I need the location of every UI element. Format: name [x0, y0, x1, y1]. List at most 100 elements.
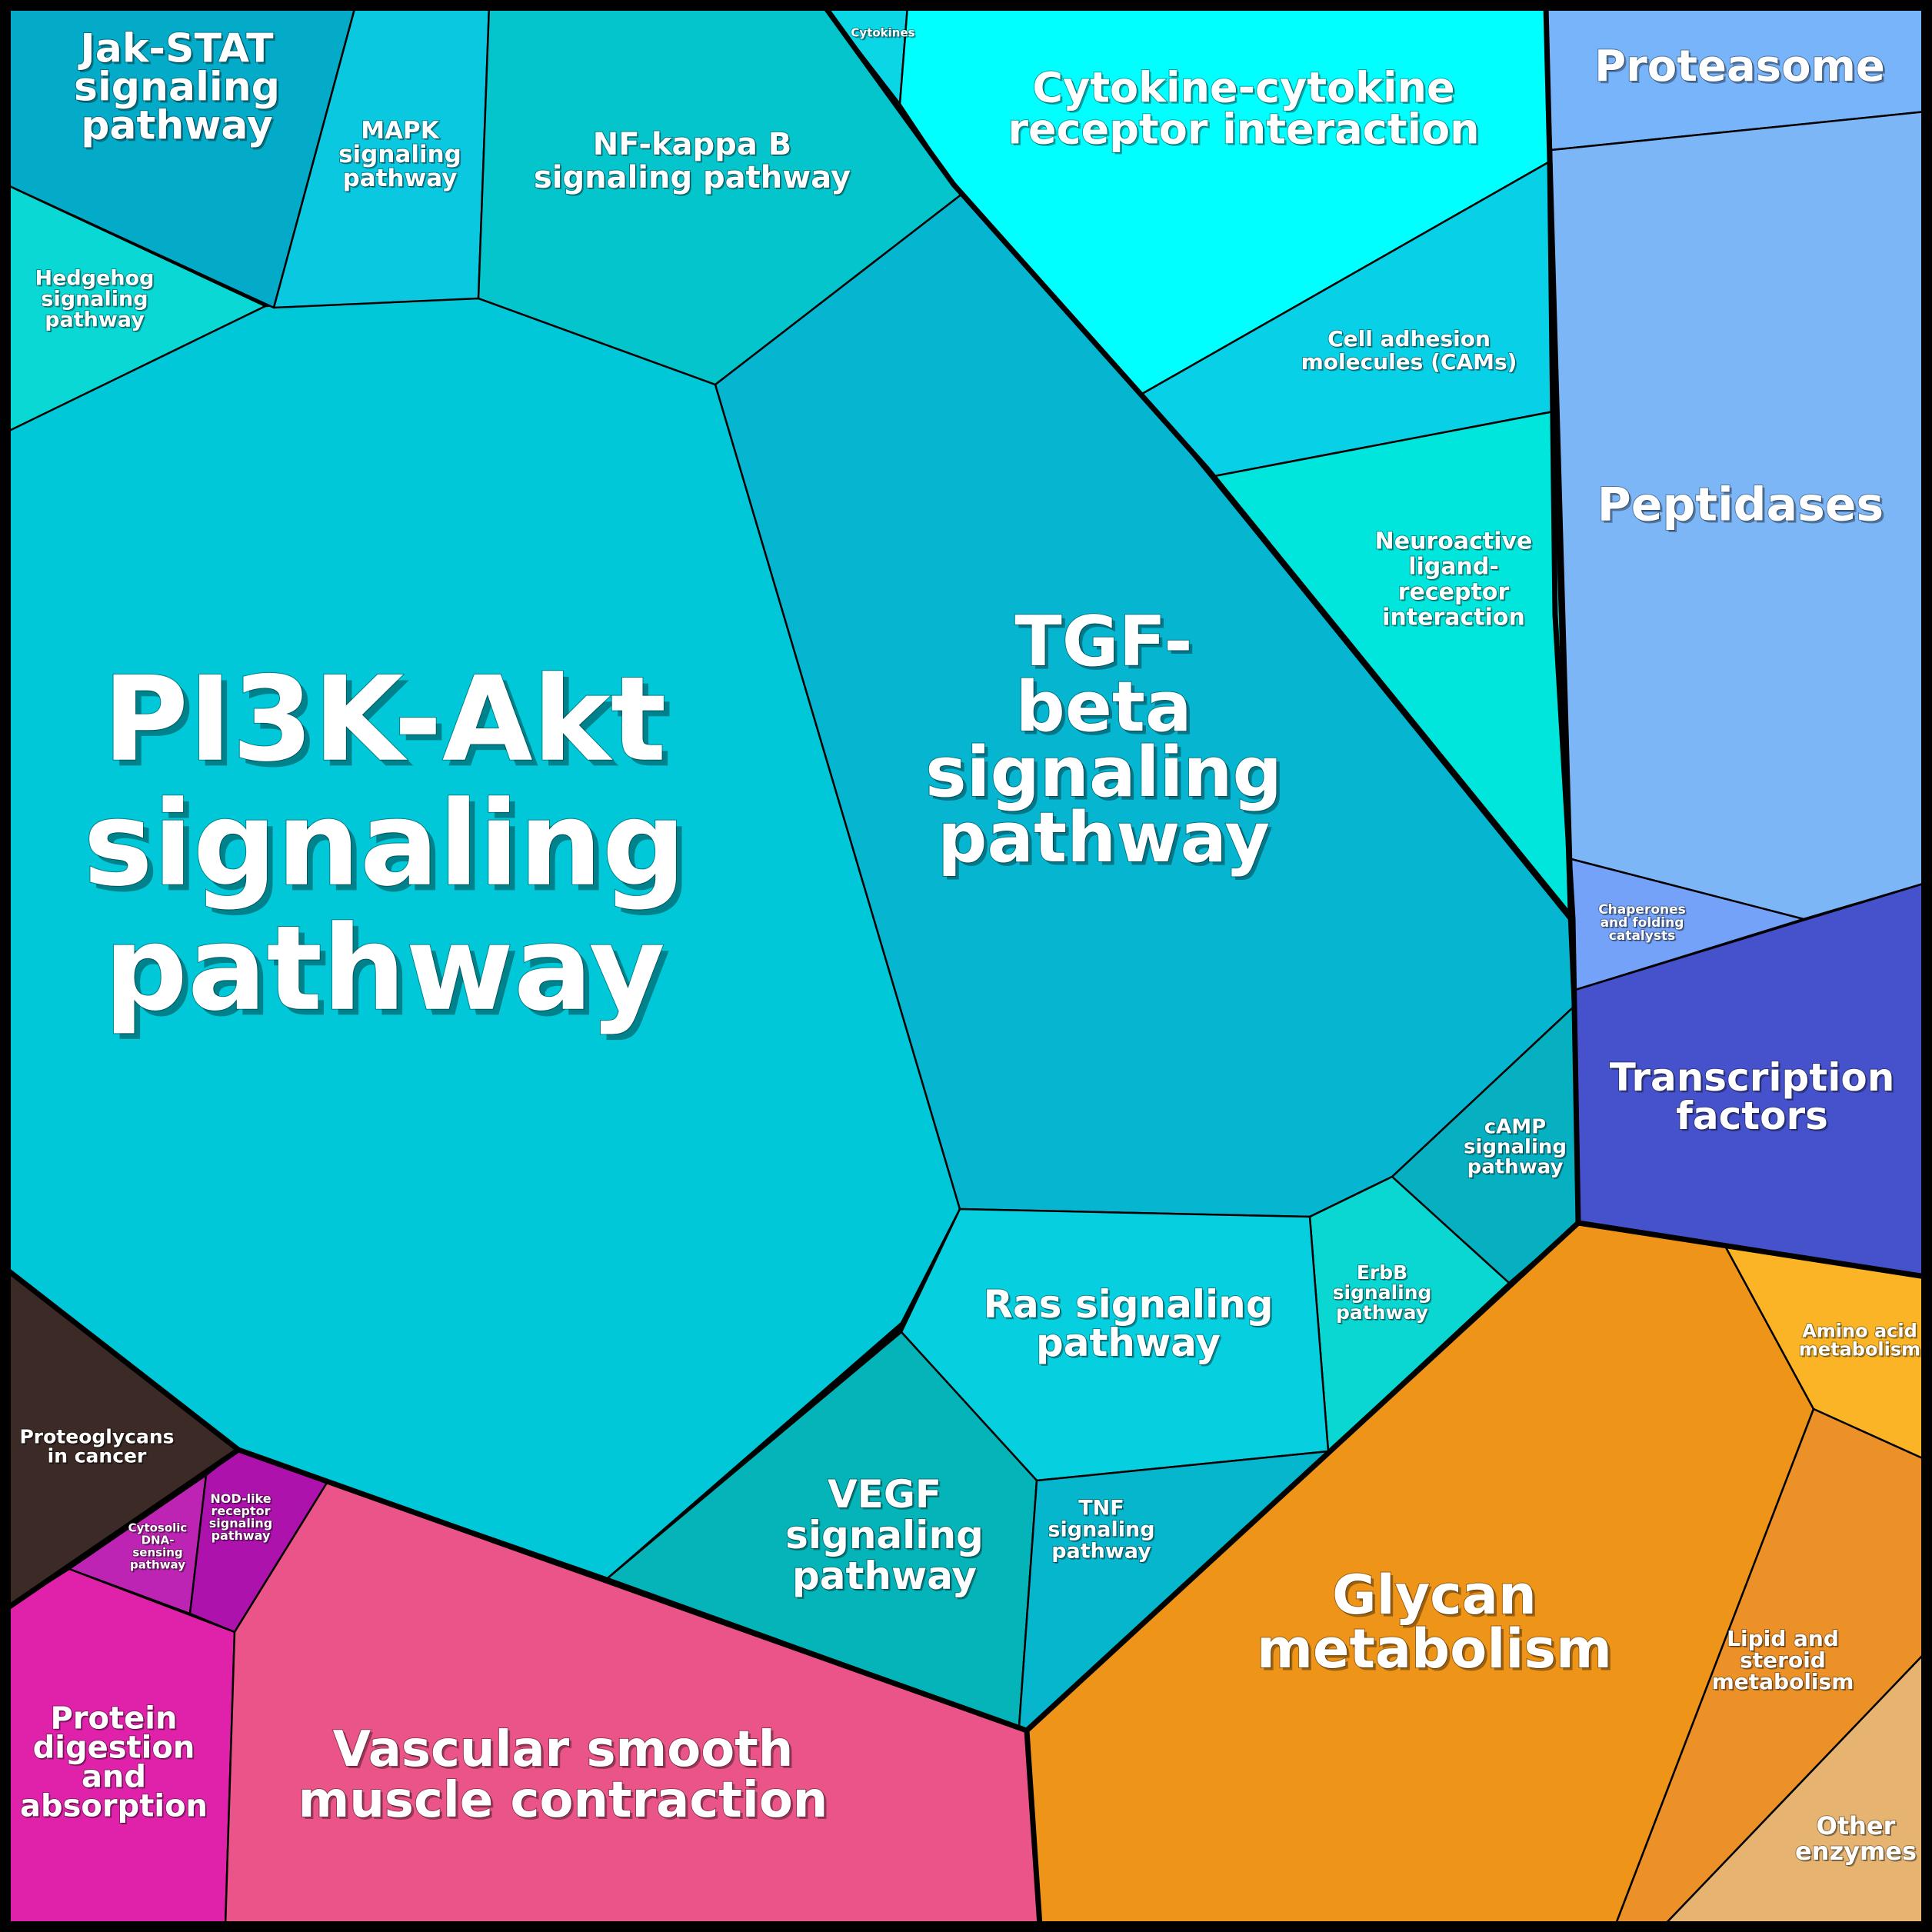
border-metabolism-vs-vascular [1024, 1727, 1043, 1929]
label-line: receptor [1400, 580, 1511, 607]
label-line: PI3K-Akt [108, 657, 672, 793]
label-line: digestion [35, 1731, 197, 1767]
label-line: Peptidases [1597, 478, 1884, 532]
label-line: receptor interaction [1008, 105, 1479, 153]
group-border-layer [3, 3, 1929, 1929]
label-line: Proteoglycans [21, 1427, 175, 1450]
label-line: cAMP [1484, 1115, 1546, 1138]
label-line: NF-kappa B [593, 127, 791, 162]
label-line: signaling pathway [535, 162, 852, 197]
label-line: Proteasome [1597, 44, 1887, 94]
label-line: pathway [83, 105, 275, 151]
label-line: ErbB [1358, 1263, 1409, 1285]
label-line: signaling [74, 65, 280, 111]
label-line: Cytokines [851, 25, 914, 39]
label-line: in cancer [49, 1447, 148, 1469]
label-line: NOD-like [212, 1493, 272, 1507]
label-line: signaling [929, 735, 1286, 816]
label-line: metabolism [1260, 1621, 1615, 1684]
label-line: pathway [1467, 1155, 1564, 1178]
label-line: pathway [794, 1556, 978, 1601]
label-line: VEGF [828, 1472, 941, 1517]
label-line: Hedgehog [37, 268, 156, 292]
label-line: pathway [46, 310, 146, 334]
cell-neuroactive [1209, 410, 1571, 921]
label-line: ligand- [1410, 555, 1501, 581]
label-line: Cytokine-cytokine [1032, 63, 1454, 112]
label-line: TNF [1078, 1497, 1124, 1521]
label-line: receptor [212, 1505, 271, 1520]
label-line: Vascular smooth [335, 1724, 796, 1780]
label-line: signaling [1049, 1520, 1156, 1544]
border-signaling-vs-metabolism [1024, 1220, 1581, 1734]
label-line: receptor [1398, 578, 1510, 605]
label-line: Cytosolic [128, 1521, 188, 1534]
label-line: and folding [1602, 917, 1686, 932]
label-line: pathway [1469, 1157, 1565, 1180]
label-line: Glycan [1335, 1567, 1540, 1630]
label-line: Transcription [1610, 1055, 1895, 1100]
label-proteasome: Proteasome [1594, 42, 1885, 92]
label-line: Amino acid [1802, 1321, 1917, 1342]
label-line: Proteasome [1594, 42, 1885, 92]
border-organismal-inner [3, 1447, 242, 1612]
label-line: Jak-STAT [80, 28, 276, 74]
label-line: signaling [42, 289, 149, 313]
label-line: absorption [20, 1788, 208, 1824]
label-line: NOD-like [210, 1491, 271, 1506]
label-line: pathway [1038, 1323, 1222, 1367]
label-line: pathway [212, 1528, 271, 1543]
label-line: Ras signaling [983, 1282, 1273, 1327]
label-line: metabolism [1800, 1341, 1922, 1362]
label-line: DNA- [143, 1534, 176, 1548]
label-line: pathway [1053, 1541, 1153, 1565]
label-line: metabolism [1799, 1339, 1920, 1361]
label-line: Peptidases [1600, 481, 1886, 535]
label-line: Neuroactive [1375, 528, 1533, 555]
label-line: signaling [209, 1516, 272, 1531]
label-line: pathway [130, 1557, 185, 1571]
label-line: cAMP [1486, 1117, 1547, 1140]
label-line: TGF- [1014, 601, 1192, 682]
label-line: pathway [213, 1530, 272, 1544]
label-line: signaling [1465, 1137, 1568, 1160]
label-line: metabolism [1712, 1669, 1854, 1694]
label-line: in cancer [48, 1445, 147, 1467]
label-line: PI3K-Akt [103, 651, 667, 788]
label-line: pathway [1336, 1301, 1428, 1324]
label-line: interaction [1382, 604, 1525, 631]
label-line: steroid [1741, 1649, 1827, 1674]
border-signaling-vs-membrane [821, 3, 1581, 1226]
label-line: Transcription [1611, 1058, 1897, 1102]
label-line: pathway [1036, 1321, 1221, 1365]
label-line: signaling [1048, 1518, 1154, 1542]
label-line: signaling [76, 66, 282, 112]
label-line: beta [1019, 670, 1195, 751]
label-line: sensing [134, 1547, 184, 1561]
label-line: pathway [81, 103, 273, 149]
label-line: factors [1676, 1094, 1828, 1138]
label-line: signaling pathway [534, 160, 851, 195]
label-line: TGF- [1018, 605, 1196, 685]
label-line: pathway [110, 906, 671, 1042]
label-line: enzymes [1795, 1837, 1917, 1866]
label-line: catalysts [1611, 930, 1677, 945]
label-line: and folding [1601, 915, 1684, 931]
cell-layer [5, 5, 1927, 1927]
